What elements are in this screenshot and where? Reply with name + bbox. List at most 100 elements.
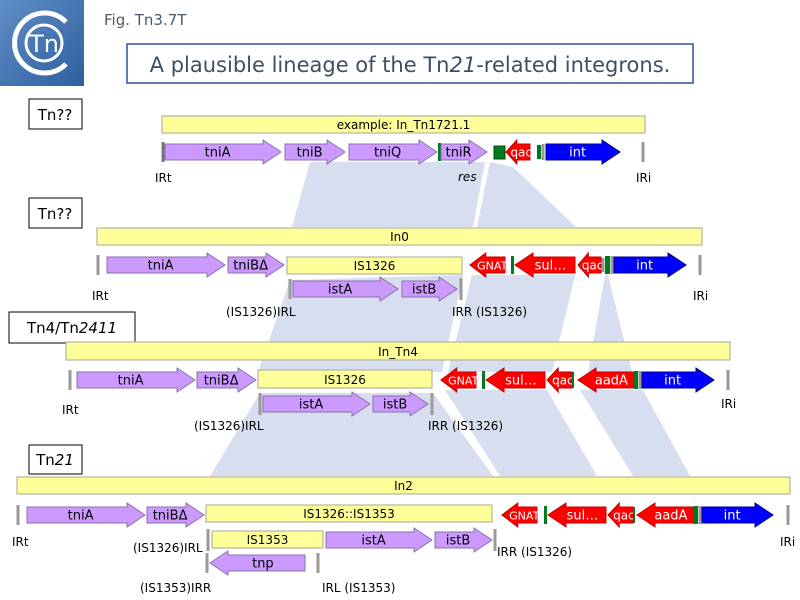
svg-text:sul…: sul… xyxy=(505,374,537,389)
svg-text:In2: In2 xyxy=(394,479,413,493)
gene-tniA: tniA xyxy=(76,367,196,393)
attI-site-marker xyxy=(544,506,547,524)
gene-tniR: tniR xyxy=(440,139,488,165)
gene-tniA: tniA xyxy=(164,139,282,165)
gene-qac: qac xyxy=(577,251,604,279)
svg-text:sul…: sul… xyxy=(535,259,567,274)
gene-GNAT: GNAT xyxy=(501,501,540,529)
irl-marker xyxy=(288,279,292,299)
svg-text:qac: qac xyxy=(613,509,635,523)
gene-int: int xyxy=(545,139,621,165)
svg-text:tniQ: tniQ xyxy=(374,146,401,161)
svg-text:GNAT: GNAT xyxy=(448,375,478,388)
shade-tni-is xyxy=(292,162,485,227)
irr-is1353-marker xyxy=(205,553,209,573)
iri-label: IRi xyxy=(693,289,708,303)
svg-text:GNAT: GNAT xyxy=(477,260,507,273)
gene-int: int xyxy=(613,252,687,278)
gene-aadA: aadA xyxy=(636,502,695,528)
svg-text:aadA: aadA xyxy=(654,509,687,524)
shade-int xyxy=(580,390,690,476)
svg-text:tniBΔ: tniBΔ xyxy=(204,374,239,389)
irt-label: IRt xyxy=(155,171,172,185)
irl-label: (IS1326)IRL xyxy=(133,541,203,555)
svg-text:istB: istB xyxy=(412,283,436,298)
irl-label: (IS1326)IRL xyxy=(226,305,296,319)
svg-text:sul…: sul… xyxy=(567,509,599,524)
irr-marker xyxy=(459,278,463,300)
svg-text:istB: istB xyxy=(383,398,407,413)
attI-site-marker xyxy=(511,256,514,274)
gene-istA: istA xyxy=(325,527,433,553)
gene-istB: istB xyxy=(401,276,458,302)
irr-label: IRR (IS1326) xyxy=(428,419,503,433)
gene-tniQ: tniQ xyxy=(348,139,438,165)
svg-text:GNAT: GNAT xyxy=(509,510,539,523)
attI-site-marker xyxy=(694,506,698,524)
svg-text:qac: qac xyxy=(510,146,532,160)
svg-text:Tn: Tn xyxy=(28,30,59,58)
svg-text:IS1326: IS1326 xyxy=(354,259,396,273)
is1326-is1353-bar: IS1326::IS1353 xyxy=(205,504,493,523)
attI-site-marker xyxy=(634,371,638,389)
iri-end-marker xyxy=(698,255,702,275)
irt-label: IRt xyxy=(92,289,109,303)
svg-text:example: In_Tn1721.1: example: In_Tn1721.1 xyxy=(337,118,471,132)
gene-tniA: tniA xyxy=(26,502,146,528)
iri-end-marker xyxy=(786,505,790,525)
gene-qac: qac xyxy=(505,138,532,166)
svg-text:tniA: tniA xyxy=(148,259,174,274)
gene-aadA: aadA xyxy=(577,367,635,393)
gene-tniB-delta: tniBΔ xyxy=(227,252,285,278)
iri-end-marker xyxy=(641,142,645,162)
irl-label: (IS1326)IRL xyxy=(194,419,264,433)
svg-text:tniA: tniA xyxy=(205,146,231,161)
shade-tni-is xyxy=(210,393,493,476)
attI-site-marker xyxy=(438,143,441,161)
svg-text:qac: qac xyxy=(582,259,604,273)
is1326-bar: IS1326 xyxy=(257,369,433,389)
gene-istB: istB xyxy=(372,391,429,417)
shade-attI-cassettes xyxy=(477,162,576,227)
tn-logo: Tn xyxy=(0,0,84,86)
svg-text:istA: istA xyxy=(299,398,323,413)
irr-marker xyxy=(430,393,434,415)
gene-tnp: tnp xyxy=(209,550,306,576)
svg-text:int: int xyxy=(664,374,681,389)
svg-text:tnp: tnp xyxy=(252,557,274,572)
attI-site-marker xyxy=(482,371,485,389)
irr-label: IRR (IS1326) xyxy=(497,545,572,559)
gene-istA: istA xyxy=(292,276,399,302)
page-title: A plausible lineage of the Tn21-related … xyxy=(150,53,671,77)
svg-text:Tn21: Tn21 xyxy=(35,451,74,469)
irt-label: IRt xyxy=(12,535,29,549)
irr-label: IRR (IS1326) xyxy=(452,305,527,319)
svg-text:Tn4/Tn2411: Tn4/Tn2411 xyxy=(26,319,117,337)
irl-marker xyxy=(258,393,262,415)
gene-tniB: tniB xyxy=(284,139,346,165)
irt-end-marker xyxy=(68,370,72,390)
irt-end-marker xyxy=(96,255,100,275)
iri-label: IRi xyxy=(780,535,795,549)
irl-is1353-marker xyxy=(316,553,320,573)
irt-label: IRt xyxy=(62,403,79,417)
row-label-tn21: Tn21 xyxy=(28,444,83,475)
attI-marker xyxy=(541,144,545,160)
gene-qac: qac xyxy=(546,366,574,394)
attI-box xyxy=(493,145,506,160)
figure-id: Fig. Tn3.7T xyxy=(104,11,187,29)
gene-int: int xyxy=(641,367,715,393)
svg-text:IS1353: IS1353 xyxy=(247,533,289,547)
svg-text:In_Tn4: In_Tn4 xyxy=(378,345,418,359)
gene-sul: sul… xyxy=(547,502,607,528)
row-label-tn4-tn2411: Tn4/Tn2411 xyxy=(8,311,136,344)
irl-is1353-label: IRL (IS1353) xyxy=(322,581,395,595)
is1353-bar: IS1353 xyxy=(211,530,324,549)
svg-text:istB: istB xyxy=(446,534,470,549)
svg-text:qac: qac xyxy=(552,374,574,388)
element-bar-in-tn4: In_Tn4 xyxy=(65,341,731,361)
svg-text:int: int xyxy=(724,509,741,524)
svg-text:aadA: aadA xyxy=(595,374,628,389)
attI-marker xyxy=(698,506,702,524)
